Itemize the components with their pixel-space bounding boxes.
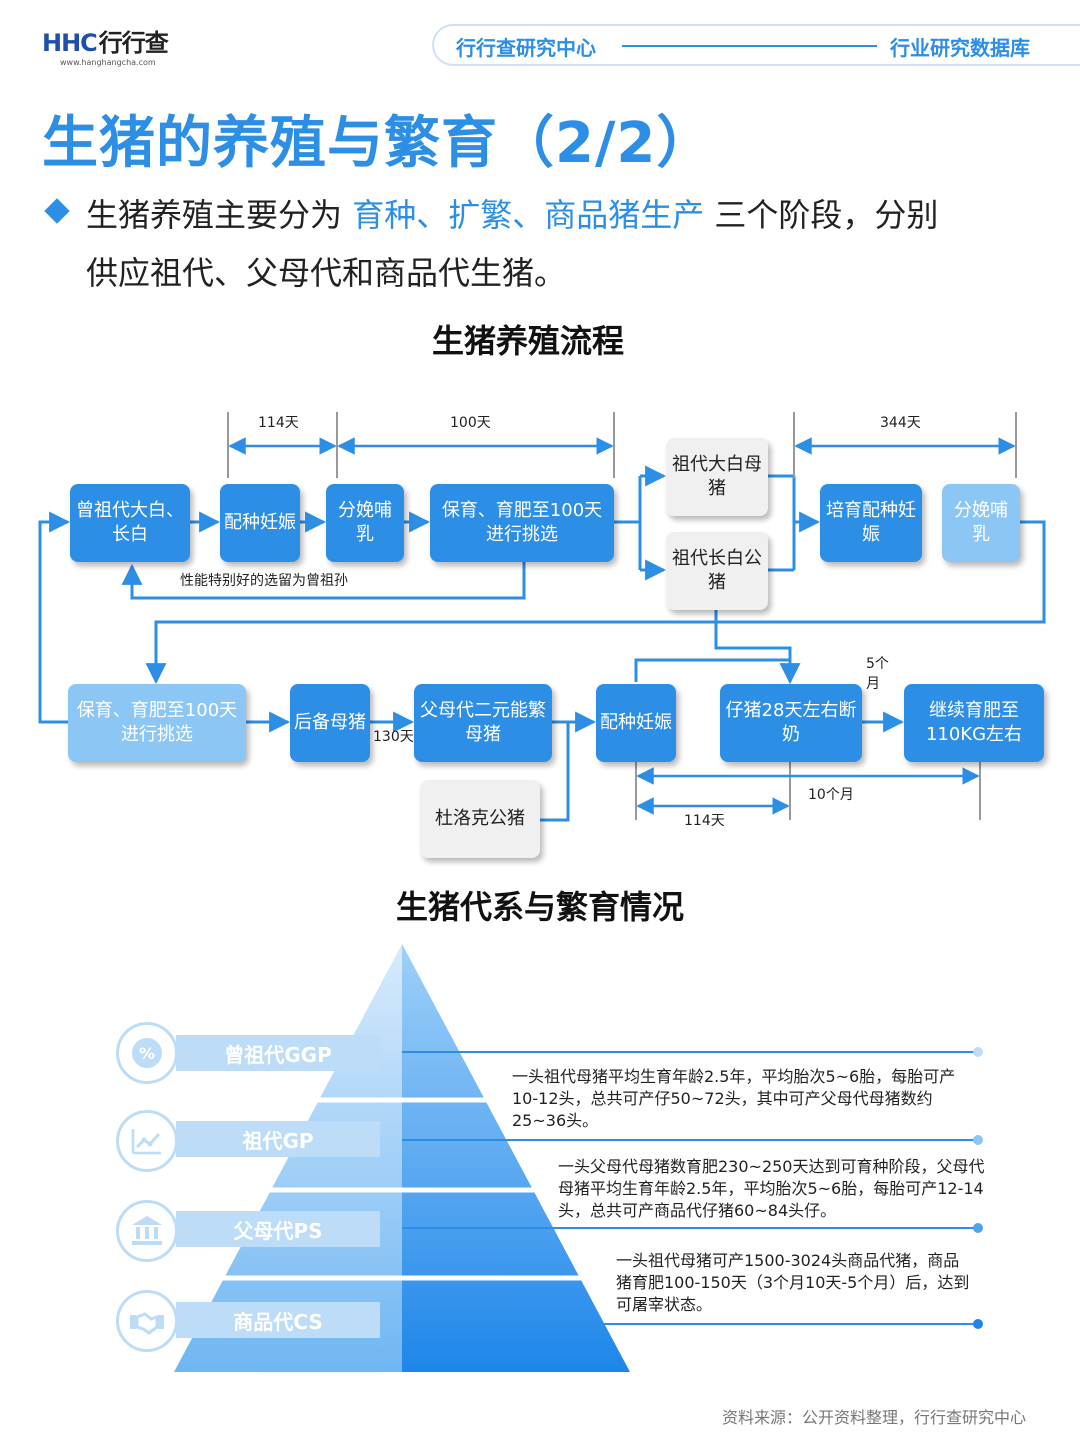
handshake-icon xyxy=(116,1290,178,1352)
flow-title: 生猪养殖流程 xyxy=(431,322,624,360)
level-label-ggp: 曾祖代GGP xyxy=(176,1035,380,1071)
label-114-days-bottom: 114天 xyxy=(684,813,725,829)
box-gp-farrowing: 分娩哺乳 xyxy=(942,484,1020,562)
box-reserve-sow: 后备母猪 xyxy=(290,684,370,762)
intro-line-1: 生猪养殖主要分为 育种、扩繁、商品猪生产 三个阶段，分别 xyxy=(86,190,938,236)
box-ps-mating: 配种妊娠 xyxy=(596,684,676,762)
percent-badge-icon: % xyxy=(116,1022,178,1084)
desc-gp: 一头祖代母猪平均生育年龄2.5年，平均胎次5~6胎，每胎可产10-12头，总共可… xyxy=(512,1067,956,1130)
logo: HHC行行查 www.hanghangcha.com xyxy=(42,28,169,68)
label-5-months: 5个月 xyxy=(866,656,889,692)
pyramid-title: 生猪代系与繁育情况 xyxy=(395,888,684,926)
label-114-days-top: 114天 xyxy=(258,415,299,431)
box-duroc-boar: 杜洛克公猪 xyxy=(420,780,540,858)
intro-part-1: 生猪养殖主要分为 xyxy=(86,196,343,234)
header-database: 行业研究数据库 xyxy=(890,36,1030,60)
box-ps-nursery: 保育、育肥至100天进行挑选 xyxy=(68,684,246,762)
intro-highlight: 育种、扩繁、商品猪生产 xyxy=(352,196,705,234)
box-gp-mating: 培育配种妊娠 xyxy=(820,484,922,562)
label-feedback: 性能特别好的选留为曾祖孙 xyxy=(180,573,348,589)
box-ps-sow: 父母代二元能繁母猪 xyxy=(414,684,552,762)
label-130-days: 130天 xyxy=(373,729,414,745)
box-finishing: 继续育肥至110KG左右 xyxy=(904,684,1044,762)
bank-building-icon xyxy=(116,1200,178,1262)
level-label-cs: 商品代CS xyxy=(176,1302,380,1338)
desc-ps: 一头父母代母猪数育肥230~250天达到可育种阶段，父母代母猪平均生育年龄2.5… xyxy=(558,1157,985,1220)
intro-line-2: 供应祖代、父母代和商品代生猪。 xyxy=(86,254,567,292)
line-chart-icon xyxy=(116,1110,178,1172)
source-note: 资料来源：公开资料整理，行行查研究中心 xyxy=(722,1408,1027,1427)
label-344-days: 344天 xyxy=(880,415,921,431)
box-gp-landrace-boar: 祖代长白公猪 xyxy=(666,532,768,610)
header-divider-line xyxy=(622,45,877,47)
svg-text:%: % xyxy=(139,1044,155,1063)
logo-name: 行行查 xyxy=(98,29,169,57)
box-ggp-farrowing: 分娩哺乳 xyxy=(326,484,404,562)
box-piglet-weaning: 仔猪28天左右断奶 xyxy=(720,684,862,762)
box-gp-large-white-sow: 祖代大白母猪 xyxy=(666,438,768,516)
label-100-days: 100天 xyxy=(450,415,491,431)
level-label-gp: 祖代GP xyxy=(176,1121,380,1157)
logo-url: www.hanghangcha.com xyxy=(60,58,156,67)
header-bar xyxy=(432,24,1080,66)
level-label-ps: 父母代PS xyxy=(176,1211,380,1247)
header-research-center: 行行查研究中心 xyxy=(456,36,596,60)
page-title: 生猪的养殖与繁育（2/2） xyxy=(42,111,714,176)
box-ggp-large-white: 曾祖代大白、长白 xyxy=(70,484,190,562)
desc-cs: 一头祖代母猪可产1500-3024头商品代猪，商品猪育肥100-150天（3个月… xyxy=(616,1251,970,1314)
box-ggp-mating: 配种妊娠 xyxy=(220,484,300,562)
intro-part-2: 三个阶段，分别 xyxy=(714,196,939,234)
label-10-months: 10个月 xyxy=(808,787,854,803)
logo-mark: HHC xyxy=(42,29,98,57)
box-ggp-nursery: 保育、育肥至100天进行挑选 xyxy=(430,484,614,562)
